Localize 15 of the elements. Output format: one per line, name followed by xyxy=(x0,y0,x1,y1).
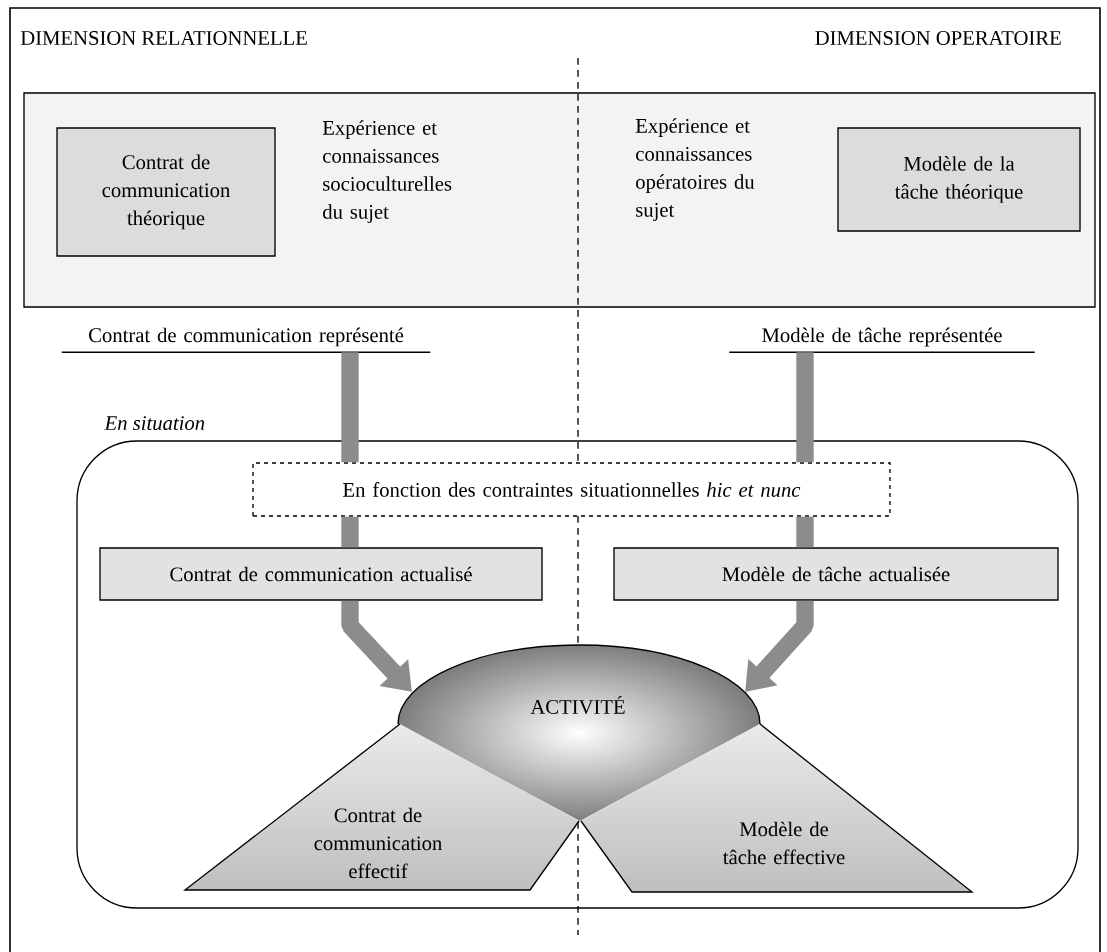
panel-text: Expérience et connaissances socioculturelles du sujet xyxy=(322,120,452,223)
concept-box: Modèle de la tâche théorique xyxy=(837,127,1081,232)
concept-box: Contrat de communication théorique xyxy=(56,127,276,257)
dimension-heading: DIMENSION OPERATOIRE xyxy=(815,31,1061,45)
panel-text: Expérience et connaissances opératoires du sujet xyxy=(635,118,755,221)
underlined-heading: Modèle de tâche représentée xyxy=(728,327,1036,353)
constraint-box: En fonction des contraintes situationnelles hic et nunc xyxy=(252,462,891,517)
frame-heading: En situation xyxy=(104,416,205,431)
process-box: Contrat de communication actualisé xyxy=(99,547,543,601)
process-box: Modèle de tâche actualisée xyxy=(613,547,1059,601)
activity-dome: ACTIVITÉ xyxy=(397,644,761,725)
arrow xyxy=(341,600,412,692)
underlined-heading: Contrat de communication représenté xyxy=(61,327,431,353)
dimension-heading: DIMENSION RELATIONNELLE xyxy=(20,31,307,45)
arrow xyxy=(745,600,814,692)
